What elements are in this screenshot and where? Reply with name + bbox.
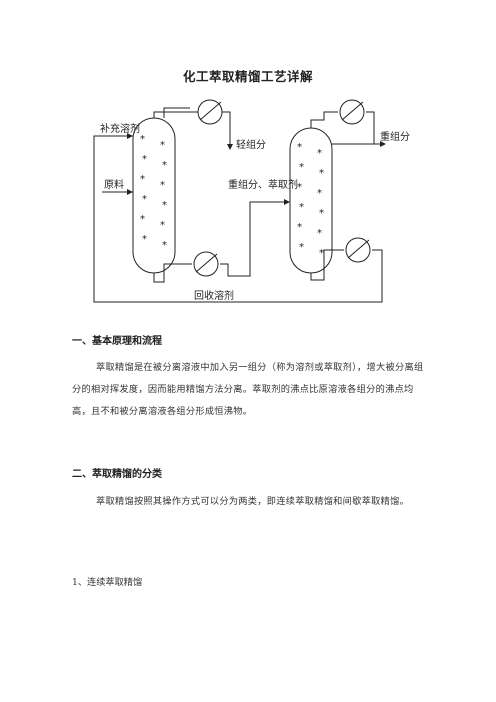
svg-text:*: *: [142, 234, 147, 245]
svg-text:*: *: [319, 208, 324, 219]
svg-text:*: *: [140, 174, 145, 185]
label-feed: 原料: [104, 178, 124, 191]
svg-text:*: *: [297, 222, 302, 233]
svg-text:*: *: [162, 240, 167, 251]
svg-text:*: *: [317, 148, 322, 159]
condenser-1: [197, 99, 223, 125]
condenser-2: [339, 99, 365, 125]
section-body: 萃取精馏按照其操作方式可以分为两类，即连续萃取精馏和间歇萃取精馏。: [96, 496, 410, 507]
svg-text:*: *: [162, 200, 167, 211]
label-recycle-solvent: 回收溶剂: [194, 289, 234, 302]
svg-text:*: *: [162, 160, 167, 171]
section-body: 萃取精馏是在被分离溶液中加入另一组分（称为溶剂或萃取剂），增大被分离组分的相对挥…: [72, 362, 424, 417]
subsection-label: 1、连续萃取精馏: [72, 577, 143, 588]
svg-text:*: *: [160, 220, 165, 231]
svg-text:*: *: [297, 182, 302, 193]
svg-text:*: *: [140, 214, 145, 225]
svg-text:*: *: [317, 188, 322, 199]
svg-text:*: *: [299, 162, 304, 173]
svg-text:*: *: [160, 180, 165, 191]
extractive-distillation-flow-diagram: * * * * * * * * * * * * * * * * * * * * * * * * 补充溶剂…: [93, 99, 410, 303]
svg-text:*: *: [140, 134, 145, 145]
svg-text:*: *: [317, 228, 322, 239]
reboiler-1: [193, 251, 219, 277]
section-heading: 二、萃取精馏的分类: [72, 469, 162, 480]
svg-text:*: *: [299, 242, 304, 253]
svg-text:*: *: [297, 142, 302, 153]
svg-text:*: *: [299, 202, 304, 213]
label-light-component: 轻组分: [236, 138, 266, 151]
label-heavy-and-solvent: 重组分、萃取剂: [228, 178, 298, 191]
svg-text:*: *: [142, 154, 147, 165]
label-solvent-feed: 补充溶剂: [100, 122, 140, 135]
svg-text:*: *: [142, 194, 147, 205]
label-heavy-component: 重组分: [380, 130, 410, 143]
page-title: 化工萃取精馏工艺详解: [182, 69, 313, 84]
svg-text:*: *: [160, 140, 165, 151]
reboiler-2: [345, 237, 371, 263]
section-heading: 一、基本原理和流程: [72, 336, 162, 347]
svg-text:*: *: [319, 168, 324, 179]
svg-text:*: *: [319, 248, 324, 259]
